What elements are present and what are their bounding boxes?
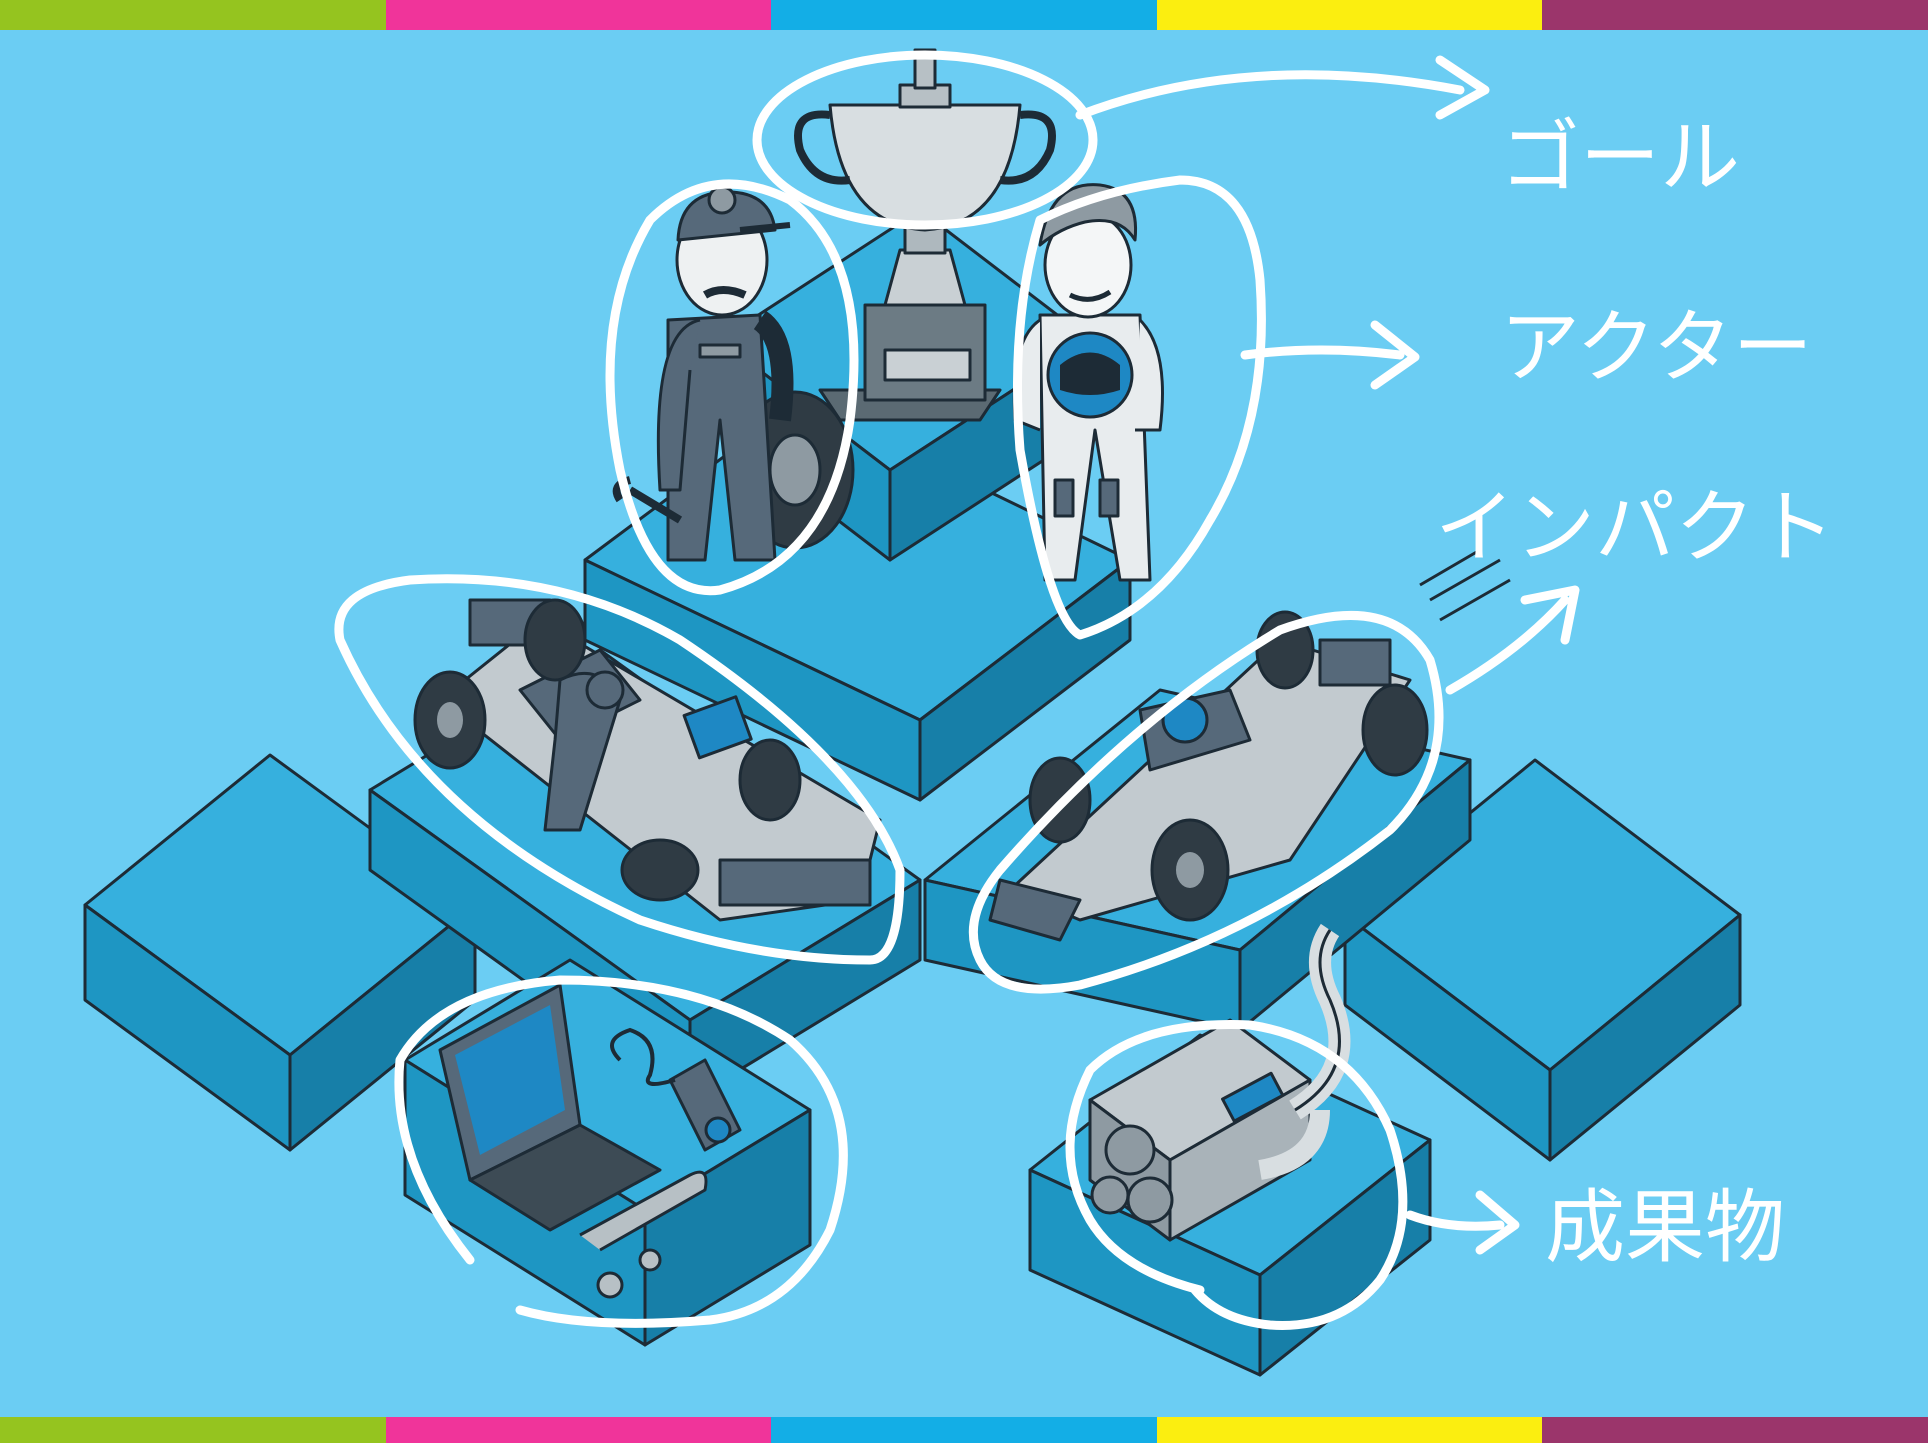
actor-arrow bbox=[1240, 320, 1420, 390]
bottom-color-stripe bbox=[0, 1417, 1928, 1443]
laptop-icon bbox=[438, 983, 742, 1299]
deliverable-circle-left bbox=[394, 975, 848, 1328]
stripe-segment bbox=[385, 1417, 772, 1443]
impact-arrow bbox=[1445, 585, 1580, 695]
engine-icon bbox=[1088, 923, 1351, 1242]
impact-circle-left bbox=[334, 574, 905, 965]
impact-label: インパクト bbox=[1435, 481, 1835, 574]
stripe-segment bbox=[385, 0, 772, 30]
stripe-segment bbox=[0, 1417, 386, 1443]
deliverable-circle-right bbox=[1065, 1020, 1408, 1330]
actor-circle-left bbox=[605, 179, 859, 596]
stripe-segment bbox=[1542, 0, 1928, 30]
stripe-segment bbox=[1156, 1417, 1543, 1443]
annotations bbox=[334, 50, 1580, 1330]
trophy-icon bbox=[794, 48, 1056, 422]
deliverable-label: 成果物 bbox=[1545, 1181, 1785, 1274]
race-car-repair-icon bbox=[413, 598, 882, 922]
actor-circle-right bbox=[1013, 175, 1266, 640]
stripe-segment bbox=[771, 1417, 1157, 1443]
stripe-segment bbox=[1542, 1417, 1928, 1443]
goal-arrow bbox=[1075, 55, 1490, 120]
impact-circle-right bbox=[968, 610, 1444, 994]
stripe-segment bbox=[0, 0, 386, 30]
mechanic-icon bbox=[612, 185, 855, 562]
goal-label: ゴール bbox=[1500, 111, 1740, 204]
goal-circle bbox=[752, 50, 1098, 230]
stripe-segment bbox=[771, 0, 1157, 30]
stripe-segment bbox=[1156, 0, 1543, 30]
top-color-stripe bbox=[0, 0, 1928, 30]
actor-label: アクター bbox=[1500, 301, 1813, 394]
deliverable-arrow bbox=[1405, 1190, 1520, 1255]
